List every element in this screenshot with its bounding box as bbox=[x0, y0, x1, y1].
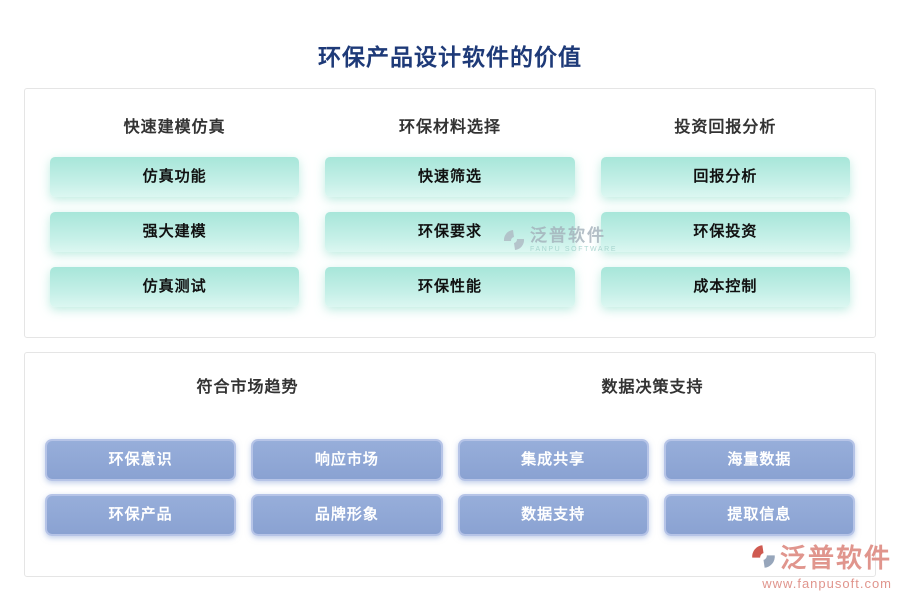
benefit-tag: 响应市场 bbox=[251, 439, 443, 481]
group-headers-row: 符合市场趋势 数据决策支持 bbox=[45, 377, 855, 399]
group-header-data: 数据决策支持 bbox=[601, 379, 704, 396]
group-header-market: 符合市场趋势 bbox=[196, 379, 299, 396]
benefit-tag: 数据支持 bbox=[457, 494, 649, 536]
feature-tag: 环保性能 bbox=[325, 267, 575, 307]
feature-tag: 快速筛选 bbox=[325, 157, 575, 197]
benefit-tag: 海量数据 bbox=[663, 439, 855, 481]
feature-tag: 成本控制 bbox=[600, 267, 850, 307]
bottom-tags-grid: 环保意识 响应市场 集成共享 海量数据 环保产品 品牌形象 数据支持 提取信息 bbox=[45, 439, 855, 536]
feature-tag: 强大建模 bbox=[50, 212, 300, 252]
column-materials: 环保材料选择 快速筛选 环保要求 环保性能 bbox=[325, 117, 575, 337]
watermark-url-text: www.fanpusoft.com bbox=[762, 576, 892, 591]
column-header-materials: 环保材料选择 bbox=[398, 119, 501, 136]
feature-tag: 环保投资 bbox=[600, 212, 850, 252]
benefit-tag: 环保意识 bbox=[45, 439, 237, 481]
column-roi: 投资回报分析 回报分析 环保投资 成本控制 bbox=[600, 117, 850, 337]
feature-tag: 回报分析 bbox=[600, 157, 850, 197]
bottom-panel: 符合市场趋势 数据决策支持 环保意识 响应市场 集成共享 海量数据 环保产品 品… bbox=[24, 352, 876, 577]
feature-tag: 仿真测试 bbox=[50, 267, 300, 307]
column-header-roi: 投资回报分析 bbox=[674, 119, 777, 136]
benefit-tag: 品牌形象 bbox=[251, 494, 443, 536]
benefit-tag: 提取信息 bbox=[663, 494, 855, 536]
benefit-tag: 集成共享 bbox=[457, 439, 649, 481]
benefit-tag: 环保产品 bbox=[45, 494, 237, 536]
page-title: 环保产品设计软件的价值 bbox=[318, 44, 582, 70]
column-header-modeling: 快速建模仿真 bbox=[123, 119, 226, 136]
feature-tag: 仿真功能 bbox=[50, 157, 300, 197]
column-modeling: 快速建模仿真 仿真功能 强大建模 仿真测试 bbox=[50, 117, 300, 337]
top-panel: 快速建模仿真 仿真功能 强大建模 仿真测试 环保材料选择 快速筛选 环保要求 环… bbox=[24, 88, 876, 338]
feature-tag: 环保要求 bbox=[325, 212, 575, 252]
